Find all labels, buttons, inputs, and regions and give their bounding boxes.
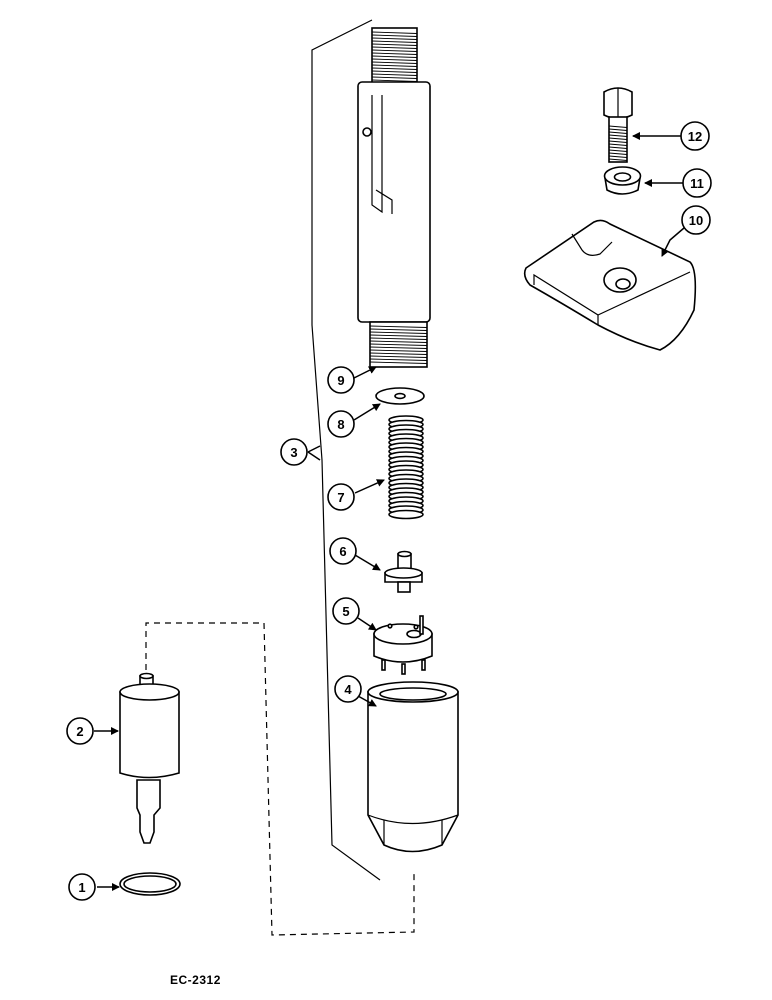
svg-text:11: 11: [690, 176, 704, 191]
callout-7: 7: [327, 483, 355, 511]
nozzle-alignment-dashed-line: [145, 622, 415, 936]
callout-3: 3: [280, 438, 308, 466]
leader-6: [354, 554, 381, 571]
svg-text:5: 5: [342, 604, 349, 619]
callout-1: 1: [68, 873, 96, 901]
svg-text:1: 1: [78, 880, 85, 895]
shim-washer: [375, 387, 425, 405]
leader-3: [307, 445, 321, 461]
spring: [388, 415, 424, 520]
callout-5: 5: [332, 597, 360, 625]
injector-body: [357, 27, 431, 368]
callout-9: 9: [327, 366, 355, 394]
callout-11: 11: [682, 168, 712, 198]
leader-8: [353, 403, 381, 421]
svg-text:6: 6: [339, 544, 346, 559]
clamp-bracket: [523, 219, 697, 351]
leader-7: [354, 479, 385, 494]
callout-4: 4: [334, 675, 362, 703]
svg-text:8: 8: [337, 417, 344, 432]
callout-2: 2: [66, 717, 94, 745]
svg-text:2: 2: [76, 724, 83, 739]
assembly-bracket: [311, 19, 381, 881]
callout-6: 6: [329, 537, 357, 565]
leader-5: [357, 617, 377, 631]
o-ring: [119, 872, 181, 896]
svg-text:4: 4: [344, 682, 352, 697]
nozzle: [119, 672, 180, 844]
leader-9: [353, 366, 377, 379]
svg-text:12: 12: [688, 129, 702, 144]
leader-10: [661, 227, 685, 257]
hex-bolt: [603, 87, 633, 163]
spindle: [384, 550, 423, 593]
svg-text:10: 10: [689, 213, 703, 228]
leader-4: [357, 695, 377, 707]
callout-12: 12: [680, 121, 710, 151]
callout-10: 10: [681, 205, 711, 235]
drawing-reference-code: EC-2312: [170, 973, 221, 987]
svg-text:9: 9: [337, 373, 344, 388]
svg-text:7: 7: [337, 490, 344, 505]
callout-8: 8: [327, 410, 355, 438]
cap-nut: [367, 681, 459, 853]
svg-text:3: 3: [290, 445, 297, 460]
spherical-washer: [603, 166, 642, 195]
spacer-with-pins: [373, 615, 433, 675]
